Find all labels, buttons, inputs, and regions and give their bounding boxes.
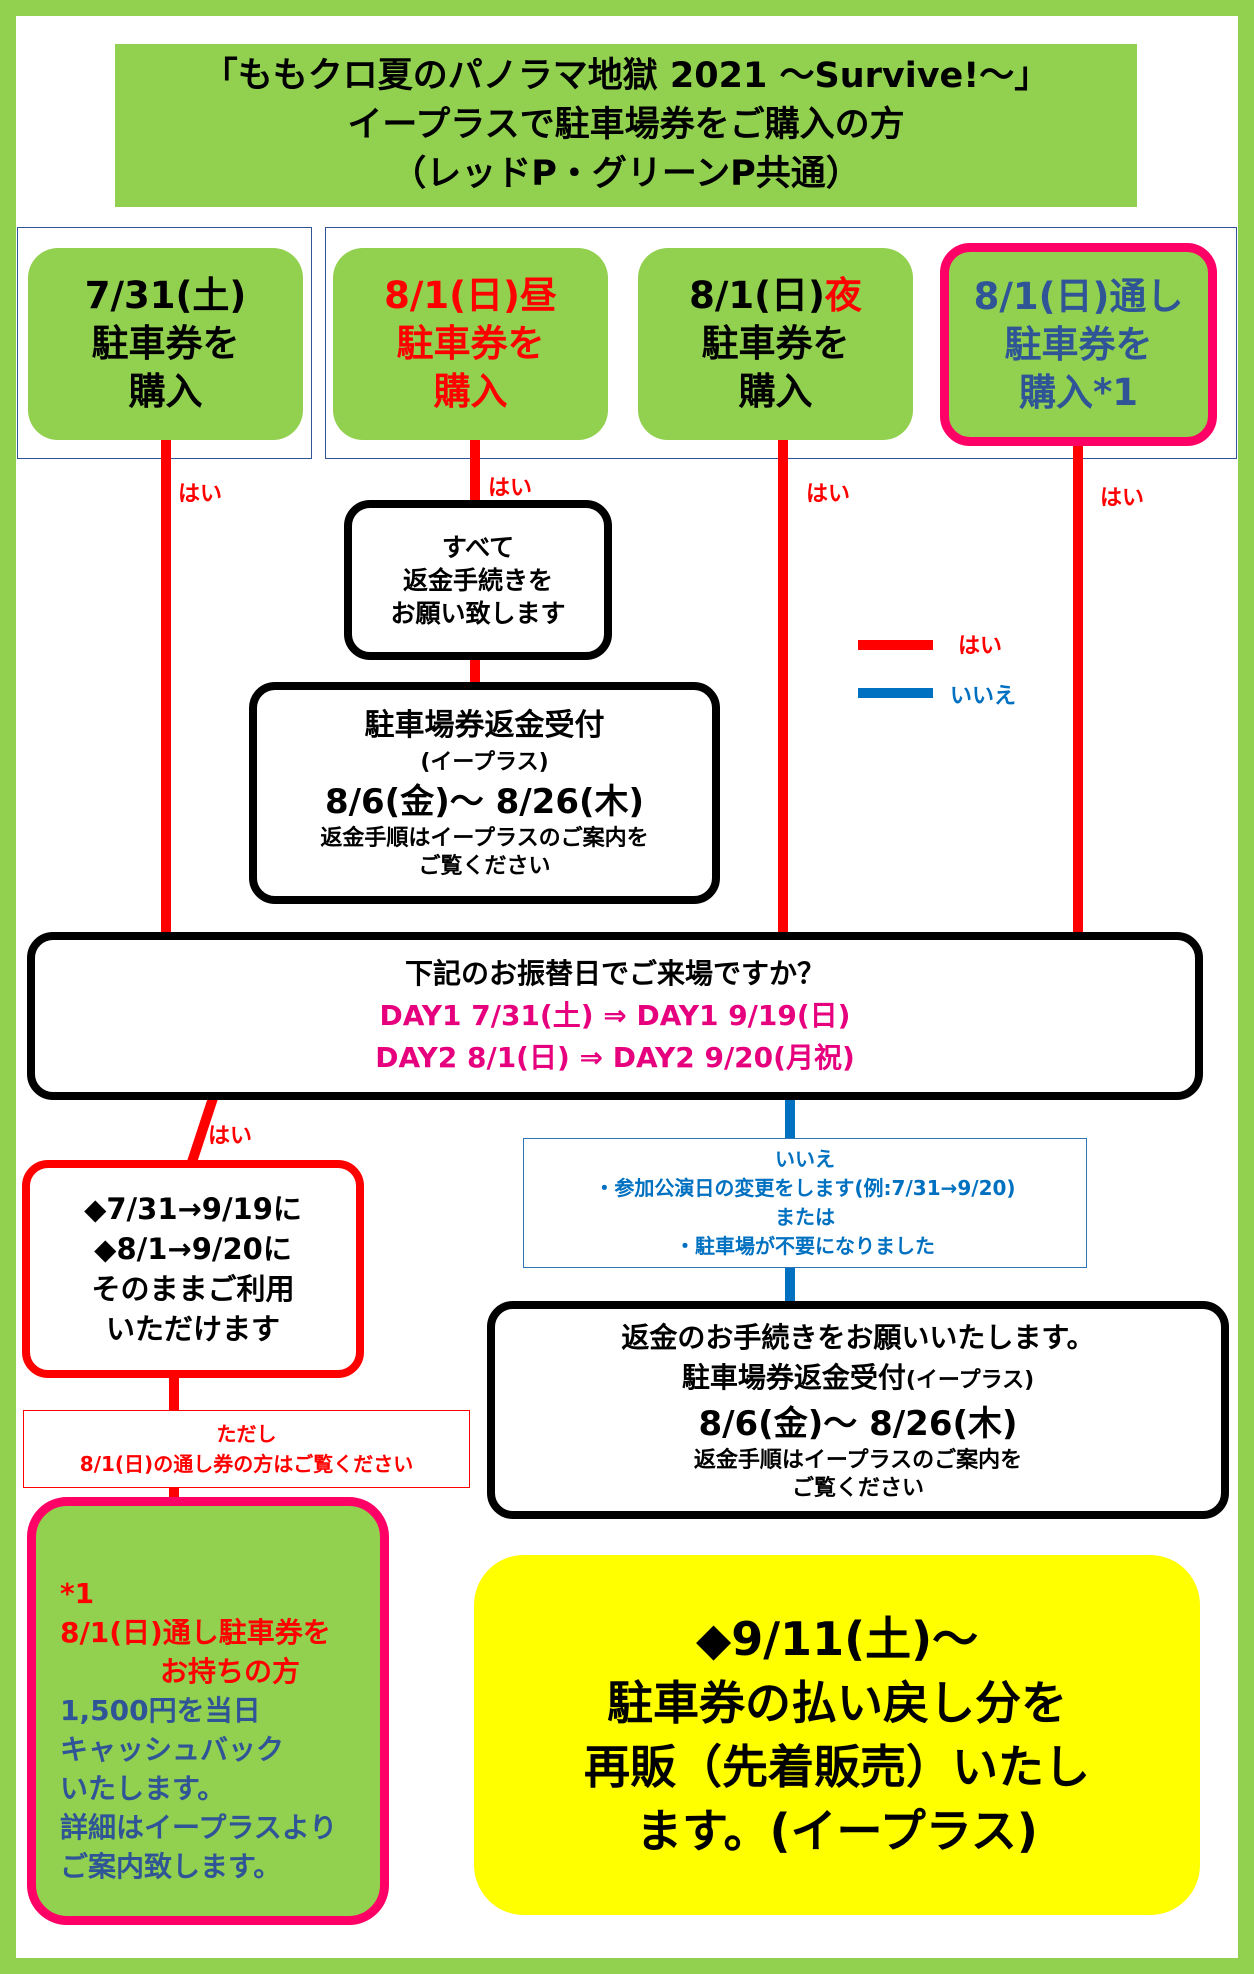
refund-box-line5: ご覧ください bbox=[418, 854, 551, 879]
note-blue-line4: ・駐車場が不要になりました bbox=[675, 1234, 935, 1258]
flow-line-card2-top bbox=[470, 440, 480, 500]
cashback-line3: 1,500円を当日 bbox=[60, 1694, 261, 1727]
refund2-line4: 返金手順はイープラスのご案内を bbox=[693, 1447, 1023, 1473]
title-line2: イープラスで駐車場券をご購入の方 bbox=[347, 105, 905, 145]
question-box: 下記のお振替日でご来場ですか？ DAY1 7/31(土) ⇒ DAY1 9/19… bbox=[27, 932, 1203, 1100]
refund2-line2: 駐車場券返金受付(イープラス) bbox=[681, 1360, 1035, 1394]
cashback-line4: キャッシュバック bbox=[60, 1733, 285, 1766]
refund-procedure-box: 返金のお手続きをお願いいたします。 駐車場券返金受付(イープラス) 8/6(金)… bbox=[487, 1301, 1229, 1519]
yes-result-line3: そのままご利用 bbox=[91, 1272, 295, 1306]
refund-reception-box: 駐車場券返金受付 (イープラス) 8/6(金)～ 8/26(木) 返金手順はイー… bbox=[249, 682, 720, 904]
note-red-line2: 8/1(日)の通し券の方はご覧ください bbox=[79, 1452, 414, 1476]
card-day2-through-line2: 駐車券を bbox=[1004, 322, 1153, 366]
card-day1-date: 7/31(土) bbox=[84, 274, 247, 317]
yes-result-box: ◆7/31→9/19に ◆8/1→9/20に そのままご利用 いただけます bbox=[22, 1160, 364, 1378]
flow-line-card1 bbox=[161, 440, 171, 940]
cashback-line5: いたします。 bbox=[60, 1772, 226, 1805]
title-line1: 「ももクロ夏のパノラマ地獄 2021 ～Survive!～」 bbox=[202, 56, 1050, 96]
refund-box-dates: 8/6(金)～ 8/26(木) bbox=[324, 782, 645, 822]
card-day2-through-date: 8/1(日)通し bbox=[973, 274, 1184, 318]
yes-result-line4: いただけます bbox=[105, 1312, 280, 1346]
card-day2-matinee-line3: 購入 bbox=[433, 370, 508, 413]
resale-line3: 再販（先着販売）いたし bbox=[584, 1740, 1090, 1794]
card-day2-matinee: 8/1(日)昼 駐車券を 購入 bbox=[333, 248, 608, 440]
question-line1: 下記のお振替日でご来場ですか？ bbox=[404, 957, 825, 990]
resale-line2: 駐車券の払い戻し分を bbox=[607, 1676, 1067, 1730]
card-day1-line2: 駐車券を bbox=[91, 322, 240, 365]
card-day2-through: 8/1(日)通し 駐車券を 購入*1 bbox=[940, 243, 1217, 446]
note-blue-line2: ・参加公演日の変更をします(例:7/31→9/20) bbox=[594, 1176, 1016, 1200]
card-day2-night-line2: 駐車券を bbox=[701, 322, 850, 365]
yes-result-line1: ◆7/31→9/19に bbox=[84, 1192, 302, 1226]
card-day2-matinee-date: 8/1(日)昼 bbox=[384, 274, 557, 317]
card-day1: 7/31(土) 駐車券を 購入 bbox=[28, 248, 303, 440]
flow-line-yes-note bbox=[169, 1378, 179, 1410]
card-day2-night-date: 8/1(日)夜 bbox=[689, 274, 862, 317]
refund-all-box: すべて 返金手続きを お願い致します bbox=[344, 500, 612, 660]
refund2-dates: 8/6(金)～ 8/26(木) bbox=[698, 1403, 1018, 1444]
card-day2-night-line3: 購入 bbox=[738, 370, 813, 413]
refund-all-line3: お願い致します bbox=[390, 598, 566, 628]
yes-label-card3: はい bbox=[806, 482, 851, 507]
refund-box-line1: 駐車場券返金受付 bbox=[364, 708, 605, 743]
yes-label-card4: はい bbox=[1100, 486, 1145, 511]
cashback-line2: お持ちの方 bbox=[160, 1655, 301, 1688]
legend-no-line bbox=[858, 688, 933, 698]
flow-line-no-bottom bbox=[785, 1268, 795, 1301]
card-day1-line3: 購入 bbox=[128, 370, 203, 413]
cashback-line1: 8/1(日)通し駐車券を bbox=[60, 1616, 331, 1649]
note-blue-line3: または bbox=[775, 1205, 835, 1229]
cashback-line6: 詳細はイープラスより bbox=[60, 1811, 338, 1844]
yes-result-line2: ◆8/1→9/20に bbox=[94, 1232, 292, 1266]
question-day1: DAY1 7/31(土) ⇒ DAY1 9/19(日) bbox=[379, 999, 851, 1032]
page-title: 「ももクロ夏のパノラマ地獄 2021 ～Survive!～」 イープラスで駐車場… bbox=[115, 44, 1137, 207]
legend-no-label: いいえ bbox=[950, 684, 1017, 709]
resale-box: ◆9/11(土)～ 駐車券の払い戻し分を 再販（先着販売）いたし ます。(イープ… bbox=[474, 1555, 1200, 1915]
yes-label-card1: はい bbox=[178, 482, 223, 507]
legend-yes-line bbox=[858, 640, 933, 650]
question-day2: DAY2 8/1(日) ⇒ DAY2 9/20(月祝) bbox=[375, 1041, 855, 1074]
night-label: 夜 bbox=[824, 274, 862, 317]
refund-all-line1: すべて bbox=[441, 532, 515, 562]
refund-box-line4: 返金手順はイープラスのご案内を bbox=[320, 826, 649, 851]
flow-line-card3 bbox=[778, 440, 788, 940]
card-day2-matinee-line2: 駐車券を bbox=[396, 322, 545, 365]
refund2-line1: 返金のお手続きをお願いいたします。 bbox=[621, 1320, 1095, 1354]
card-day2-night: 8/1(日)夜 駐車券を 購入 bbox=[638, 248, 913, 440]
yes-label-card2: はい bbox=[488, 476, 533, 501]
cashback-line7: ご案内致します。 bbox=[60, 1850, 282, 1883]
through-ticket-note: ただし 8/1(日)の通し券の方はご覧ください bbox=[23, 1410, 470, 1488]
flow-line-card4 bbox=[1073, 440, 1083, 940]
cashback-mark: *1 bbox=[60, 1577, 95, 1610]
note-blue-line1: いいえ bbox=[775, 1147, 835, 1171]
no-conditions-note: いいえ ・参加公演日の変更をします(例:7/31→9/20) または ・駐車場が… bbox=[523, 1138, 1087, 1268]
cashback-box: *1 8/1(日)通し駐車券を お持ちの方 1,500円を当日 キャッシュバック… bbox=[27, 1497, 389, 1925]
yes-label-question: はい bbox=[208, 1124, 253, 1149]
note-red-line1: ただし bbox=[216, 1422, 277, 1446]
refund-all-line2: 返金手続きを bbox=[402, 565, 553, 595]
refund2-line5: ご覧ください bbox=[791, 1475, 924, 1501]
resale-line1: ◆9/11(土)～ bbox=[695, 1612, 979, 1666]
flow-line-no-top bbox=[785, 1100, 795, 1138]
title-line3: （レッドP・グリーンP共通） bbox=[391, 154, 861, 194]
card-day2-through-line3: 購入*1 bbox=[1018, 370, 1139, 414]
legend-yes-label: はい bbox=[958, 634, 1003, 659]
resale-line4: ます。(イープラス) bbox=[636, 1804, 1038, 1858]
refund-box-line2: (イープラス) bbox=[420, 750, 549, 775]
flow-line-card2-mid bbox=[470, 660, 480, 685]
flow-line-yes-diagonal bbox=[185, 1090, 220, 1170]
